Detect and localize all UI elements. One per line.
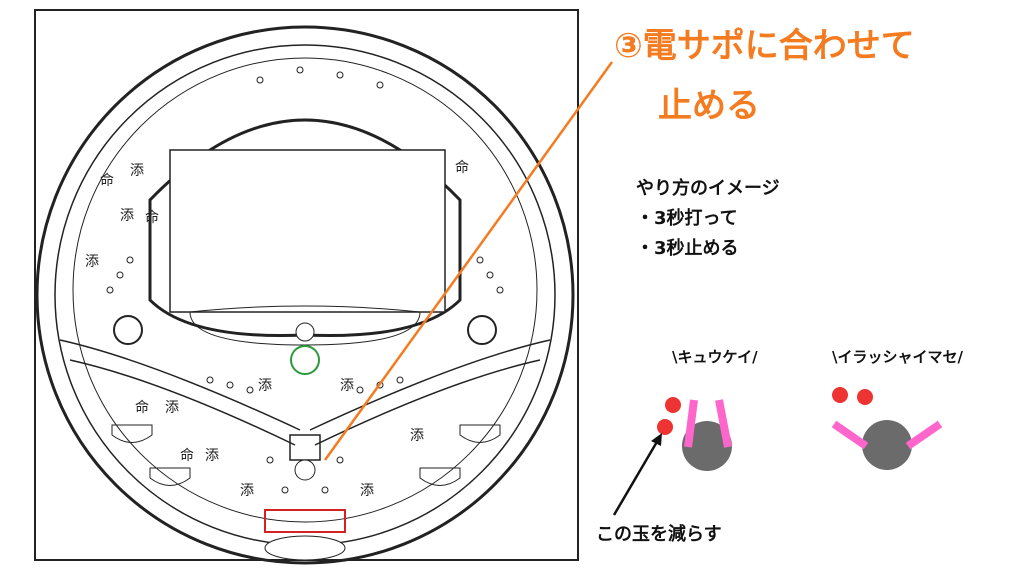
howto-item: ・3秒打って — [636, 208, 738, 229]
howto-block: やり方のイメージ ・3秒打って ・3秒止める — [636, 174, 780, 264]
left-lane — [59, 339, 301, 446]
caption-kyukei: \キュウケイ/ — [672, 348, 758, 366]
howto-item: ・3秒止める — [636, 238, 739, 259]
ball-4 — [857, 389, 873, 405]
arm-right-1 — [715, 399, 732, 448]
pocket-left-low — [149, 467, 191, 486]
caption-irasshaimase: \イラッシャイマセ/ — [832, 348, 963, 366]
pointer-line — [323, 61, 614, 461]
svg-text:添: 添 — [85, 254, 99, 270]
board-guide-rail — [72, 57, 538, 523]
right-windmill — [467, 315, 497, 345]
step-title-line2: 止める — [658, 86, 760, 126]
arrow-head — [651, 433, 662, 446]
step-title: ③電サポに合わせて 止める — [614, 16, 915, 136]
svg-text:命: 命 — [180, 447, 194, 464]
svg-text:添: 添 — [205, 448, 219, 464]
stage-ball — [295, 322, 315, 342]
svg-text:添: 添 — [258, 378, 272, 394]
spinner-icon — [290, 345, 320, 375]
arm-left-2 — [831, 420, 869, 450]
center-frame — [148, 118, 462, 338]
arm-right-2 — [905, 420, 943, 450]
attacker-box[interactable] — [264, 509, 346, 533]
board-pins — [106, 66, 504, 494]
pocket-left — [111, 424, 153, 443]
lcd-screen — [169, 149, 446, 313]
ball-2 — [657, 419, 673, 435]
step-title-line1: ③電サポに合わせて — [614, 26, 915, 66]
body-1 — [682, 421, 732, 471]
svg-text:命: 命 — [455, 159, 469, 176]
svg-text:添: 添 — [165, 400, 179, 416]
svg-text:添: 添 — [240, 483, 254, 499]
board-labels: 命 添 命 添 命 添 添 添 命 添 命 添 添 添 添 — [85, 159, 469, 499]
svg-text:添: 添 — [410, 428, 424, 444]
svg-text:命: 命 — [135, 399, 149, 416]
svg-text:添: 添 — [360, 483, 374, 499]
reduce-ball-note: この玉を減らす — [596, 524, 722, 545]
start-chucker-ball — [294, 459, 316, 481]
ball-1 — [665, 397, 681, 413]
arrow-line — [612, 439, 660, 516]
howto-heading: やり方のイメージ — [636, 178, 780, 199]
svg-text:添: 添 — [130, 163, 144, 179]
svg-text:添: 添 — [340, 378, 354, 394]
ball-3 — [832, 387, 848, 403]
board-outer-rail — [35, 25, 575, 565]
svg-text:命: 命 — [100, 172, 114, 189]
out-hole — [264, 535, 346, 561]
svg-text:添: 添 — [120, 208, 134, 224]
body-2 — [862, 420, 912, 470]
stage — [189, 305, 421, 346]
svg-text:命: 命 — [145, 209, 159, 226]
arm-left-1 — [684, 399, 698, 448]
left-windmill — [113, 315, 143, 345]
pocket-right-low — [419, 467, 461, 486]
pocket-right — [459, 424, 501, 443]
